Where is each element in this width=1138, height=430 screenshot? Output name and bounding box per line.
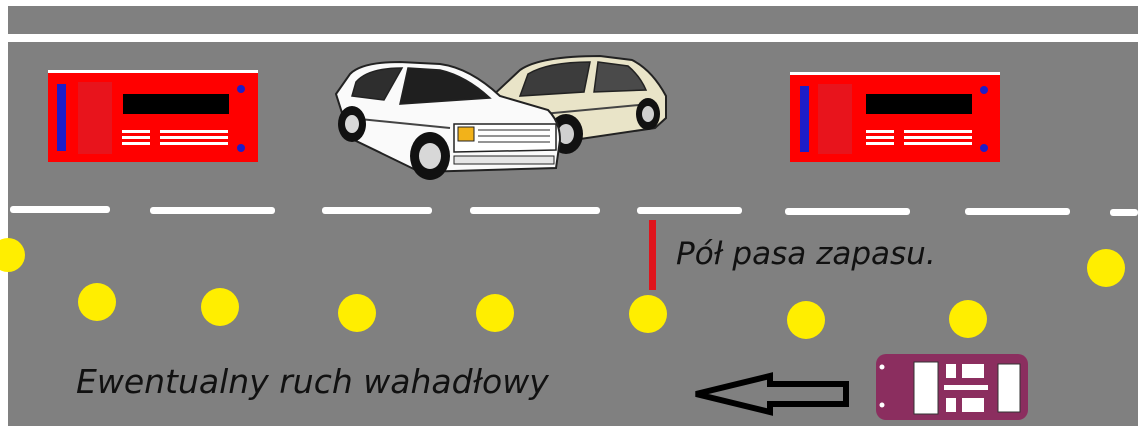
crashed-cars-icon (334, 54, 667, 180)
car-top-view-icon (876, 354, 1028, 420)
clearance-marker (649, 220, 656, 290)
yellow-dot-icon (338, 294, 376, 332)
alternating-traffic-label: Ewentualny ruch wahadłowy (76, 362, 549, 401)
yellow-dot-icon (0, 238, 25, 272)
top-edge-line (8, 34, 1138, 42)
yellow-dot-icon (1087, 249, 1125, 287)
yellow-dot-icon (629, 295, 667, 333)
red-bus-icon (790, 72, 1000, 162)
yellow-dot-icon (787, 301, 825, 339)
center-dashed-line (10, 206, 1138, 216)
white-car (334, 60, 562, 180)
yellow-dot-icon (949, 300, 987, 338)
left-arrow-icon (695, 372, 849, 416)
cone-dots (0, 238, 1125, 339)
yellow-dot-icon (476, 294, 514, 332)
red-bus-icon (48, 70, 258, 162)
half-lane-label: Pół pasa zapasu. (676, 236, 936, 272)
yellow-dot-icon (78, 283, 116, 321)
yellow-dot-icon (201, 288, 239, 326)
